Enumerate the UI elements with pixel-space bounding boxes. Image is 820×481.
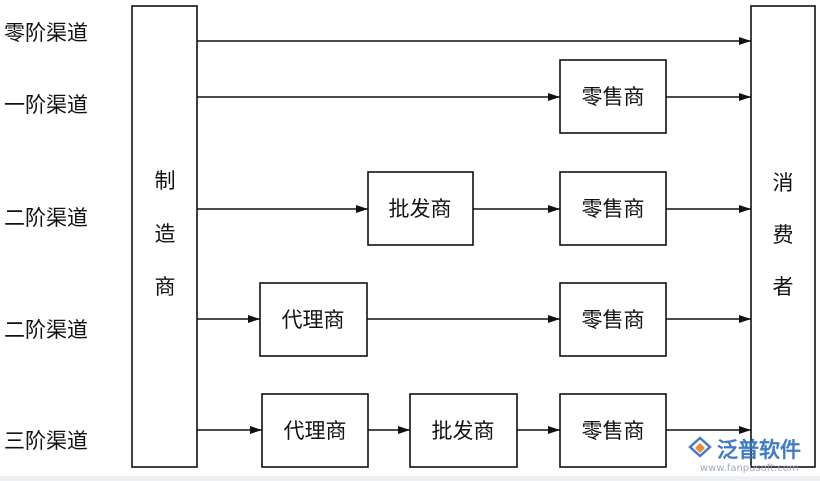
channel-row-2: 二阶渠道 批发商 零售商 bbox=[4, 171, 751, 246]
channel-1-node-retailer: 零售商 bbox=[559, 59, 667, 134]
channel-2-node-wholesaler: 批发商 bbox=[367, 171, 474, 246]
channel-row-4: 三阶渠道 代理商 批发商 零售商 bbox=[4, 393, 751, 468]
channel-label-3: 二阶渠道 bbox=[4, 318, 88, 342]
channel-label-0: 零阶渠道 bbox=[4, 21, 88, 45]
channel-row-1: 一阶渠道 零售商 bbox=[4, 59, 751, 134]
channel-3-node-retailer: 零售商 bbox=[559, 282, 667, 357]
consumer-node: 消费者 bbox=[750, 5, 816, 468]
channel-1-node-retailer-label: 零售商 bbox=[582, 85, 645, 109]
channel-row-0: 零阶渠道 bbox=[4, 21, 751, 45]
consumer-label: 消费者 bbox=[773, 171, 794, 299]
channel-3-node-agent-label: 代理商 bbox=[282, 308, 345, 332]
channel-2-node-retailer: 零售商 bbox=[559, 171, 667, 246]
watermark-brand: 泛普软件 bbox=[717, 438, 801, 462]
manufacturer-label: 制造商 bbox=[155, 169, 176, 299]
channel-4-node-retailer: 零售商 bbox=[559, 393, 667, 468]
channel-4-node-wholesaler-label: 批发商 bbox=[432, 419, 495, 443]
channel-4-node-retailer-label: 零售商 bbox=[582, 419, 645, 443]
channel-3-node-agent: 代理商 bbox=[259, 282, 368, 357]
fanpu-logo-icon bbox=[688, 436, 712, 458]
channel-2-node-wholesaler-label: 批发商 bbox=[389, 197, 452, 221]
watermark-url: www.fanpusoft.com bbox=[700, 463, 799, 474]
channel-label-4: 三阶渠道 bbox=[4, 429, 88, 453]
channel-label-2: 二阶渠道 bbox=[4, 206, 88, 230]
channel-3-node-retailer-label: 零售商 bbox=[582, 308, 645, 332]
watermark: 泛普软件 www.fanpusoft.com bbox=[688, 436, 801, 474]
channel-2-node-retailer-label: 零售商 bbox=[582, 197, 645, 221]
channel-4-node-agent-label: 代理商 bbox=[284, 419, 347, 443]
channel-label-1: 一阶渠道 bbox=[4, 93, 88, 117]
channel-row-3: 二阶渠道 代理商 零售商 bbox=[4, 282, 751, 357]
channel-4-node-agent: 代理商 bbox=[261, 393, 369, 468]
channel-4-node-wholesaler: 批发商 bbox=[409, 393, 518, 468]
manufacturer-node: 制造商 bbox=[131, 5, 198, 468]
bottom-strip bbox=[0, 476, 820, 481]
